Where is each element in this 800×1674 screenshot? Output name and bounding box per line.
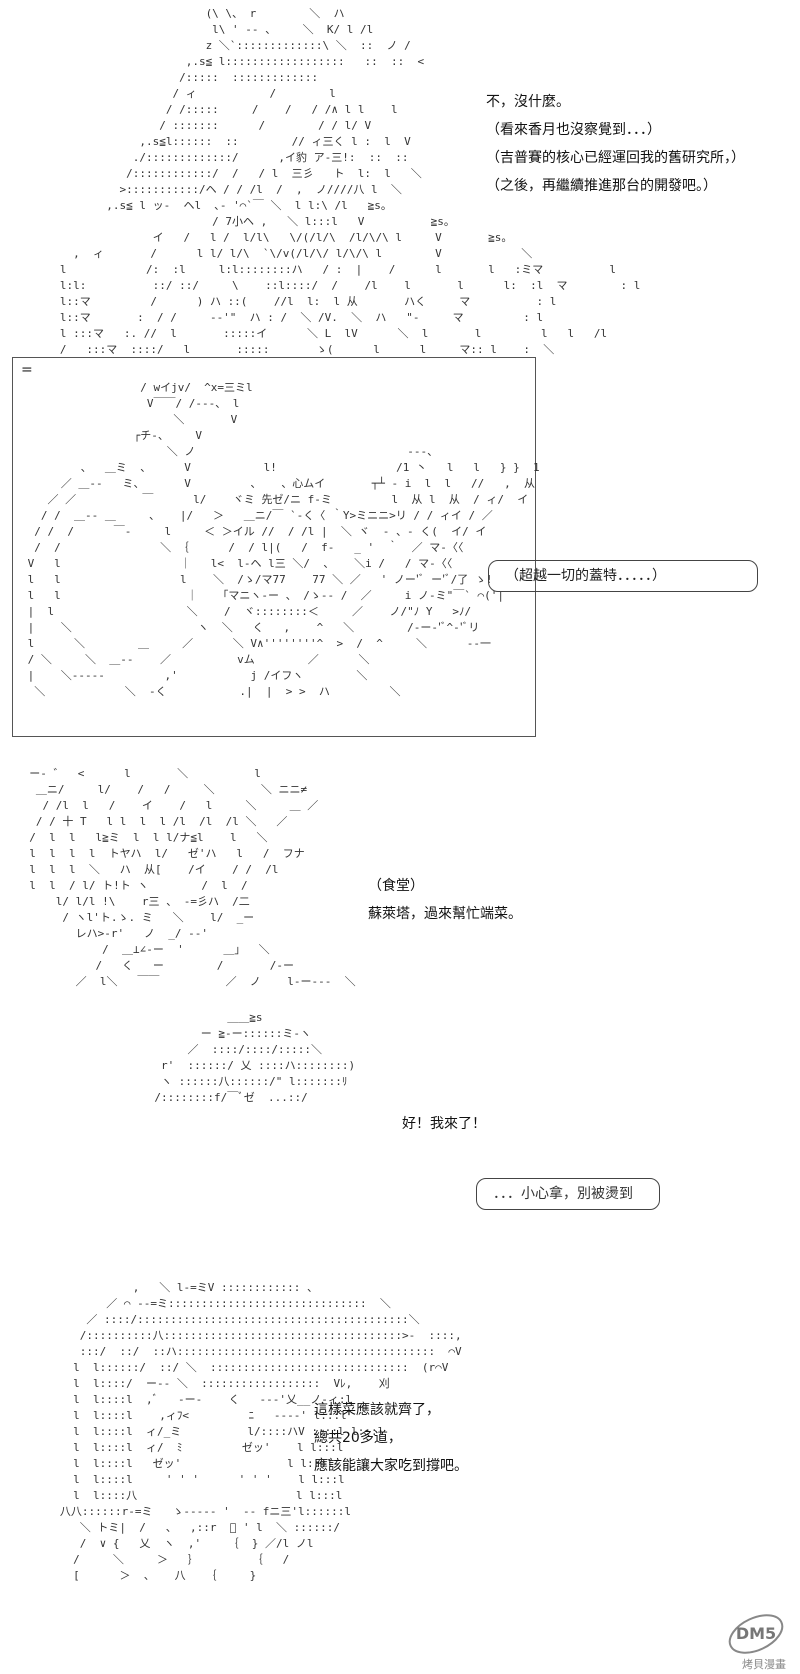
- text-line: 這樣菜應該就齊了，: [314, 1402, 440, 1418]
- ascii-art-figure-3: ー‐ ゛ < l ＼ l ＿ニ/ l/ / / ＼ ＼ ニニ≠ / /l l /…: [29, 767, 356, 988]
- panel-1-text: 不，沒什麼。 （看來香月也沒察覺到．．．） （吉普賽的核心已經運回我的舊研究所，…: [486, 88, 745, 200]
- text-line: 好！我來了！: [402, 1116, 486, 1132]
- watermark-text: 烤貝漫畫: [742, 1658, 786, 1671]
- place-label: （食堂）: [368, 878, 424, 894]
- ascii-art-figure-1: (\ \、 r ＼ ハ l\ ' ‐- 、 ＼ K/ l /l z ＼`::::…: [59, 7, 641, 356]
- dm5-logo-icon: DM5: [728, 1614, 784, 1654]
- text-line: （之後，再繼續推進那台的開發吧。）: [486, 178, 717, 194]
- panel-5-text: 這樣菜應該就齊了， 總共20多道， 應該能讓大家吃到撐吧。: [314, 1396, 468, 1480]
- panel-1: (\ \、 r ＼ ハ l\ ' ‐- 、 ＼ K/ l /l z ＼`::::…: [0, 0, 800, 356]
- speech-bubble: （超越一切的蓋特．．．．．）: [488, 560, 758, 592]
- speech-bubble: ．．．小心拿，別被燙到: [476, 1178, 660, 1210]
- panel-3-text: （食堂） 蘇萊塔，過來幫忙端菜。: [368, 872, 522, 928]
- panel-4: ＿＿≧s ー ≧‐ー::::::ミ‐ヽ ／ ::::/::::/:::::＼ r…: [0, 1010, 800, 1280]
- frame-mark: =: [21, 362, 33, 378]
- text-line: 不，沒什麼。: [486, 94, 570, 110]
- text-line: （看來香月也沒察覺到．．．）: [486, 122, 661, 138]
- text-line: 蘇萊塔，過來幫忙端菜。: [368, 906, 522, 922]
- panel-5: , ＼ l‐=ミV :::::::::::: 、 ／ ⌒ ‐‐=ミ:::::::…: [0, 1280, 800, 1674]
- ascii-art-figure-4: ＿＿≧s ー ≧‐ー::::::ミ‐ヽ ／ ::::/::::/:::::＼ r…: [108, 1010, 660, 1210]
- panel-3: ー‐ ゛ < l ＼ l ＿ニ/ l/ / / ＼ ＼ ニニ≠ / /l l /…: [0, 760, 800, 1010]
- text-line: 總共20多道，: [314, 1430, 402, 1446]
- ascii-art-figure-5: , ＼ l‐=ミV :::::::::::: 、 ／ ⌒ ‐‐=ミ:::::::…: [59, 1281, 462, 1582]
- panel-4-text: 好！我來了！: [402, 1110, 486, 1138]
- ascii-art-figure-2: / wイjv/ ^x=三ミl V￣￣/ /‐‐-、 l ＼ V ┌チ-、 V ＼…: [27, 381, 540, 698]
- text-line: （吉普賽的核心已經運回我的舊研究所，）: [486, 150, 745, 166]
- logo-text: DM5: [736, 1624, 776, 1643]
- panel-2-frame: = / wイjv/ ^x=三ミl V￣￣/ /‐‐-、 l ＼ V ┌チ-、 V…: [12, 357, 540, 737]
- text-line: 應該能讓大家吃到撐吧。: [314, 1458, 468, 1474]
